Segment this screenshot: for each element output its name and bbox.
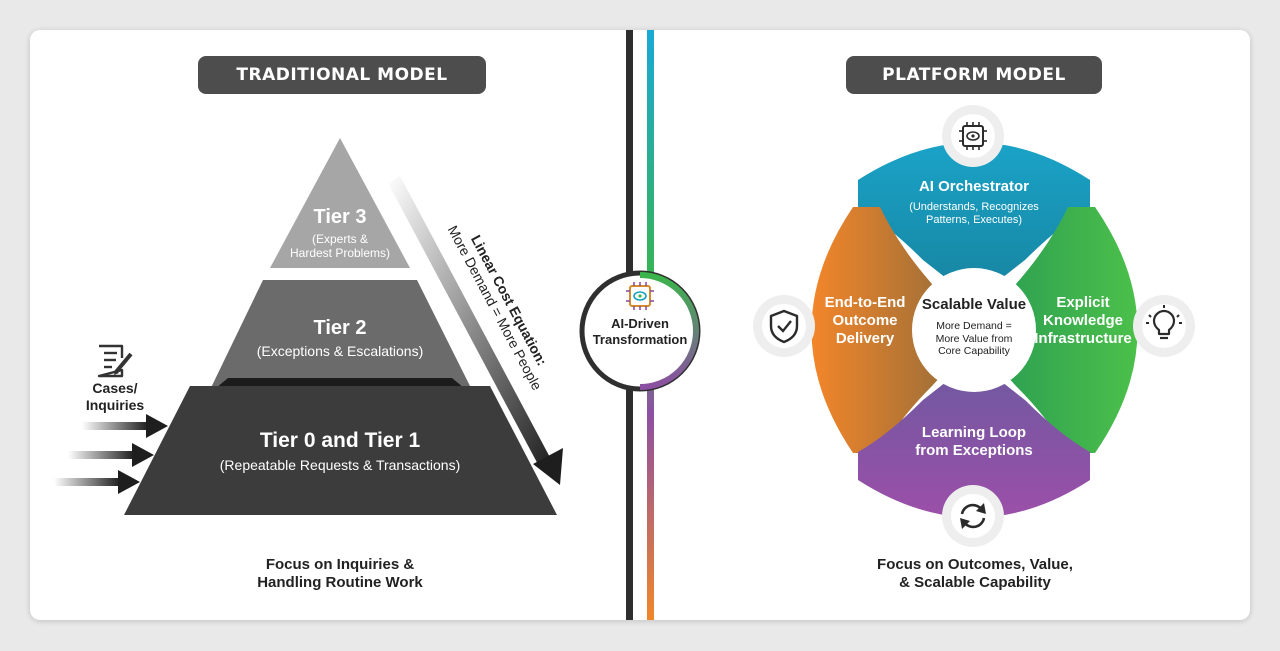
platform-model-title: PLATFORM MODEL	[846, 56, 1102, 94]
cost-arrow-head	[533, 448, 563, 485]
petal-bottom	[858, 360, 1090, 518]
petal-top	[858, 142, 1090, 300]
input-arrows	[54, 414, 168, 494]
petal-top-title: AI Orchestrator	[918, 178, 1030, 195]
pyramid-tier01	[124, 386, 557, 515]
platform-footer: Focus on Outcomes, Value, & Scalable Cap…	[877, 556, 1073, 591]
cycle-arrows-icon	[960, 503, 986, 529]
traditional-model-title: TRADITIONAL MODEL	[198, 56, 486, 94]
edit-document-icon	[97, 344, 133, 378]
tier2-desc: (Exceptions & Escalations)	[256, 343, 424, 359]
ai-driven-transformation-label: AI-Driven Transformation	[592, 316, 688, 347]
petal-top-desc: (Understands, Recognizes Patterns, Execu…	[909, 201, 1039, 227]
petal-left-title: End-to-End Outcome Delivery	[824, 294, 906, 347]
petal-bottom-title: Learning Loop from Exceptions	[915, 424, 1033, 459]
petal-left	[811, 207, 974, 453]
tier3-desc: (Experts & Hardest Problems)	[289, 232, 391, 261]
shield-check-icon	[769, 309, 799, 344]
lightbulb-icon	[1146, 305, 1182, 340]
chip-eye-icon	[959, 122, 987, 150]
scalable-value-desc: More Demand = More Value from Core Capab…	[935, 320, 1013, 358]
chip-eye-icon	[626, 282, 654, 310]
cost-arrow-shaft	[388, 176, 553, 470]
tier3-title: Tier 3	[313, 206, 367, 228]
center-circle-gradient-arc	[639, 272, 699, 390]
pyramid-tier2	[207, 280, 475, 396]
tier01-desc: (Repeatable Requests & Transactions)	[219, 457, 461, 473]
tier2-title: Tier 2	[313, 317, 367, 339]
petal-right-title: Explicit Knowledge Infrastructure	[1034, 294, 1132, 347]
platform-center-circle	[912, 268, 1036, 392]
petal-right	[974, 207, 1138, 453]
center-circle-inner	[590, 281, 690, 381]
traditional-footer: Focus on Inquiries & Handling Routine Wo…	[257, 556, 423, 591]
pyramid-tier3	[270, 138, 410, 268]
tier01-title: Tier 0 and Tier 1	[259, 429, 421, 452]
scalable-value-title: Scalable Value	[921, 296, 1027, 313]
cases-inquiries-label: Cases/ Inquiries	[85, 380, 145, 413]
